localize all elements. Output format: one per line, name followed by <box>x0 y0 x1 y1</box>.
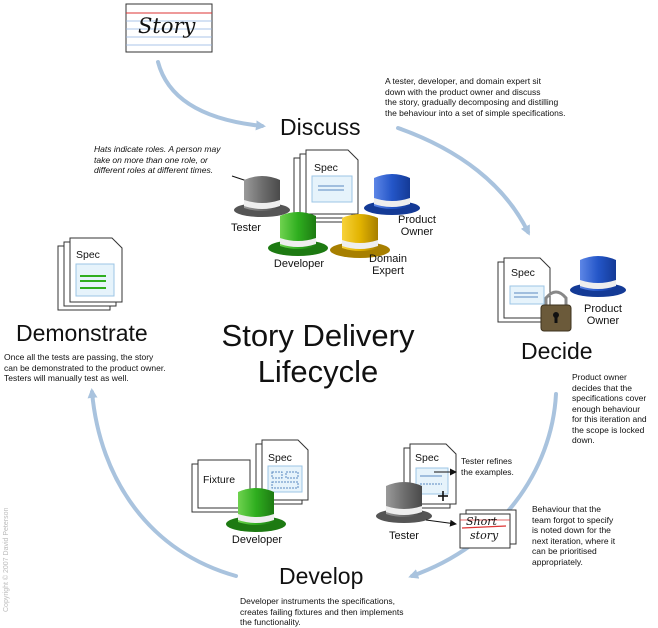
fixture-label: Fixture <box>203 474 236 486</box>
story-card-label: Story <box>138 14 196 38</box>
role-tester: Tester <box>231 222 261 234</box>
short-story-pointer <box>425 519 457 527</box>
developer-hat-icon <box>268 212 328 256</box>
decide-role-product-owner: Product Owner <box>584 303 622 327</box>
discuss-spec-docs <box>293 149 359 223</box>
develop-tester-hat-icon <box>376 482 432 523</box>
decide-product-owner-hat-icon <box>570 256 626 297</box>
stage-demonstrate: Demonstrate <box>16 320 148 346</box>
role-product-owner: Product Owner <box>398 214 436 238</box>
hats-note: Hats indicate roles. A person may take o… <box>94 144 221 175</box>
stage-decide: Decide <box>521 338 593 364</box>
arrow-decide-to-develop <box>408 392 558 579</box>
arrow-develop-to-demonstrate <box>87 388 238 578</box>
arrow-story-to-discuss <box>156 60 266 131</box>
copyright-notice: Copyright © 2007 David Peterson <box>3 507 10 612</box>
tester-refines-note: Tester refines the examples. <box>461 456 514 477</box>
discuss-note: A tester, developer, and domain expert s… <box>385 76 566 118</box>
develop-role-tester: Tester <box>389 530 419 542</box>
decide-spec-docs <box>497 257 551 323</box>
demonstrate-spec-docs <box>57 237 123 311</box>
develop-developer-hat-icon <box>226 488 286 532</box>
tester-spec-label: Spec <box>415 452 439 464</box>
story-card-small-label: story <box>470 529 499 542</box>
short-story-cards <box>459 509 517 549</box>
lock-icon <box>540 290 572 332</box>
tester-hat-icon <box>234 176 290 217</box>
decide-spec-label: Spec <box>511 267 535 279</box>
role-developer: Developer <box>273 258 325 270</box>
develop-role-developer: Developer <box>231 534 283 546</box>
develop-spec-label: Spec <box>268 452 292 464</box>
product-owner-hat-icon <box>364 174 420 215</box>
short-card-label: Short <box>466 515 497 528</box>
forgot-note: Behaviour that the team forgot to specif… <box>532 504 616 567</box>
stage-develop: Develop <box>279 563 364 589</box>
role-domain-expert: Domain Expert <box>369 253 407 277</box>
develop-note: Developer instruments the specifications… <box>240 596 404 627</box>
stage-discuss: Discuss <box>280 114 361 140</box>
cycle-arrows <box>87 60 558 579</box>
story-card <box>125 3 213 53</box>
diagram-title: Story Delivery Lifecycle <box>221 318 415 389</box>
decide-note: Product owner decides that the specifica… <box>572 372 647 445</box>
discuss-spec-label: Spec <box>314 162 338 174</box>
demonstrate-note: Once all the tests are passing, the stor… <box>4 352 166 383</box>
domain-expert-hat-icon <box>330 214 390 258</box>
demonstrate-spec-label: Spec <box>76 249 100 261</box>
arrow-discuss-to-decide <box>396 126 530 236</box>
